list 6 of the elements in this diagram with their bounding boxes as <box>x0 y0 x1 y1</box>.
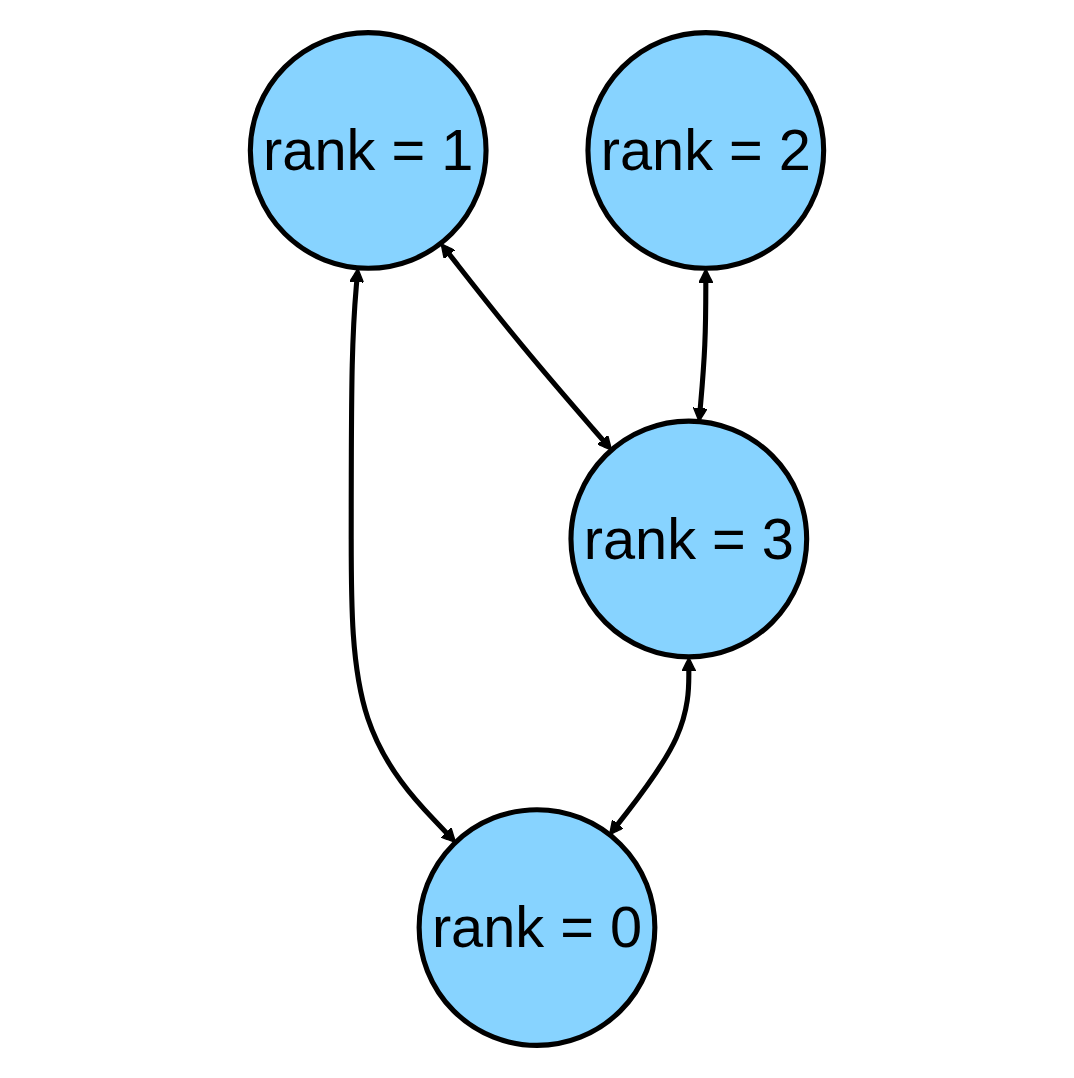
node-circle: rank = 3 <box>568 418 810 660</box>
node-circle: rank = 2 <box>585 30 827 271</box>
arrow <box>440 243 613 451</box>
arrow <box>348 267 457 844</box>
node-circle: rank = 1 <box>247 30 489 271</box>
node-circle: rank = 0 <box>416 807 658 1048</box>
